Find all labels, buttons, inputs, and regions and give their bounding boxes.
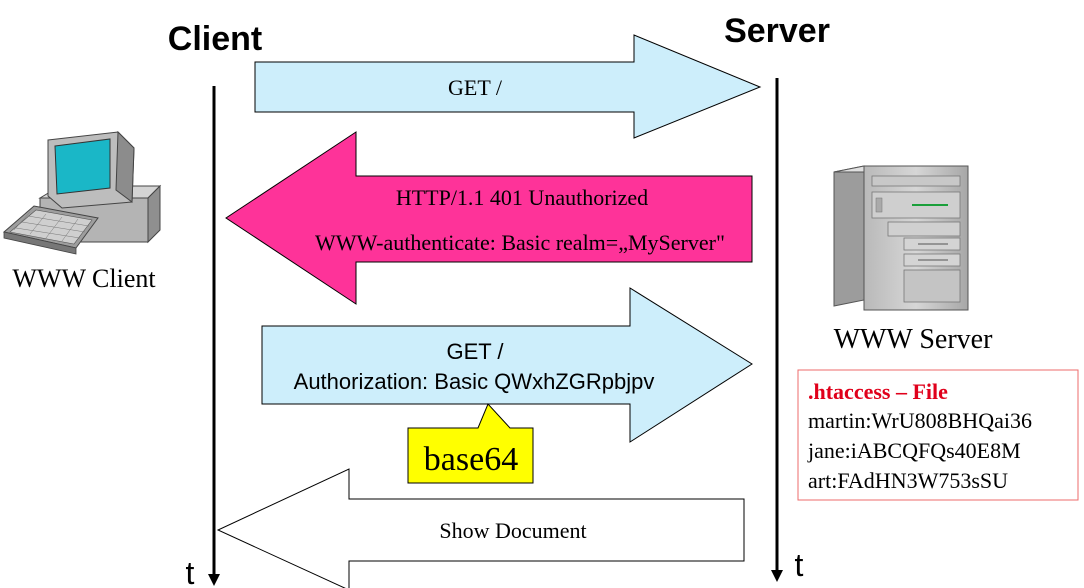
show-document-label: Show Document (439, 518, 586, 543)
base64-label: base64 (424, 441, 518, 478)
htaccess-title: .htaccess – File (808, 379, 948, 404)
desktop-computer-icon (2, 130, 162, 255)
client-title: Client (168, 20, 262, 58)
htaccess-entry: art:FAdHN3W753sSU (808, 468, 1008, 493)
unauthorized-status-line: HTTP/1.1 401 Unauthorized (396, 185, 648, 210)
server-title: Server (724, 12, 830, 50)
base64-callout: base64 (407, 403, 534, 484)
htaccess-entry: jane:iABCQFQs40E8M (807, 438, 1021, 463)
client-time-label: t (186, 555, 195, 588)
server-timeline (771, 78, 783, 582)
htaccess-entry: martin:WrU808BHQai36 (808, 408, 1032, 433)
htaccess-file-box: .htaccess – File martin:WrU808BHQai36 ja… (797, 369, 1079, 501)
server-time-label: t (795, 547, 804, 583)
unauthorized-response-arrow: HTTP/1.1 401 Unauthorized WWW-authentica… (225, 131, 753, 305)
get-request-arrow: GET / (254, 34, 762, 139)
www-authenticate-header: WWW-authenticate: Basic realm=„MyServer" (315, 230, 725, 255)
client-timeline (208, 86, 220, 586)
authorized-request-arrow: GET / Authorization: Basic QWxhZGRpbjpv (261, 287, 753, 443)
server-tower-icon (833, 165, 969, 311)
authorized-get-line: GET / (446, 339, 504, 364)
client-name: WWW Client (12, 264, 156, 293)
get-request-label: GET / (448, 75, 503, 100)
show-document-arrow: Show Document (216, 468, 745, 588)
authorization-header: Authorization: Basic QWxhZGRpbjpv (294, 369, 655, 394)
server-name: WWW Server (834, 324, 994, 355)
